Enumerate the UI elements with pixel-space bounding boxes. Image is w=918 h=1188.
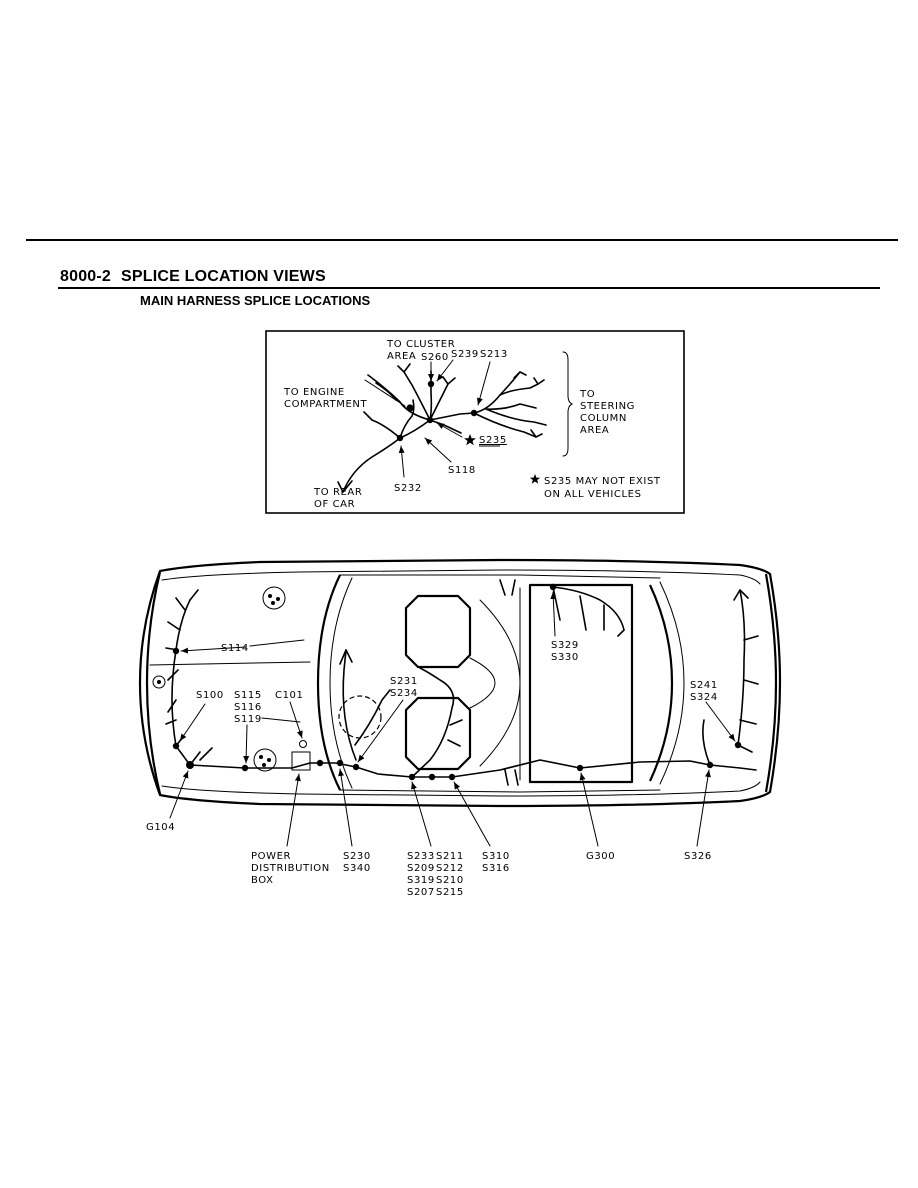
label-s119: S119: [234, 714, 262, 725]
label-power-1: POWER: [251, 851, 291, 862]
round-cover: [253, 748, 277, 772]
label-s233: S233: [407, 851, 435, 862]
splice-dot: [406, 404, 414, 412]
front-seat: [404, 696, 472, 771]
car-body-outline: [138, 558, 782, 808]
label-s330: S330: [551, 652, 579, 663]
label-s118: S118: [448, 465, 476, 476]
label-to-steering-3: COLUMN: [580, 413, 627, 424]
label-g300: G300: [586, 851, 615, 862]
label-to-steering-2: STEERING: [580, 401, 635, 412]
splice-dot: [427, 380, 435, 388]
front-bumper: [145, 571, 162, 795]
star-icon: [464, 434, 476, 446]
steering-bracket: [562, 351, 574, 457]
splice-dot: [172, 647, 180, 655]
label-s234: S234: [390, 688, 418, 699]
splice-dot: [352, 763, 360, 771]
splice-dot: [172, 742, 180, 750]
splice-dot: [396, 434, 404, 442]
splice-dot: [336, 759, 344, 767]
round-cover: [262, 586, 286, 610]
label-s100: S100: [196, 690, 224, 701]
label-to-rear-1: TO REAR: [313, 487, 362, 498]
note-line-1: S235 MAY NOT EXIST: [544, 476, 661, 487]
splice-dot: [426, 416, 434, 424]
splice-dot: [428, 773, 436, 781]
label-to-cluster-2: AREA: [387, 351, 416, 362]
splice-dot: [734, 741, 742, 749]
ground-g104: [186, 761, 194, 769]
label-s316: S316: [482, 863, 510, 874]
label-s212: S212: [436, 863, 464, 874]
c101-connector: [299, 740, 307, 748]
label-s232: S232: [394, 483, 422, 494]
label-s211: S211: [436, 851, 464, 862]
label-s115: S115: [234, 690, 262, 701]
round-cover: [152, 675, 166, 689]
windshield: [316, 574, 341, 791]
section-underline: [58, 287, 880, 289]
car-top-view: S114 S100 S115 S116 S119 C101 S231 S234 …: [138, 558, 782, 898]
label-s207: S207: [407, 887, 435, 898]
label-s230: S230: [343, 851, 371, 862]
power-distribution-box: [291, 751, 311, 771]
section-title: SPLICE LOCATION VIEWS: [121, 268, 326, 285]
label-s235: S235: [479, 435, 507, 446]
star-icon: [529, 474, 541, 484]
label-to-cluster-1: TO CLUSTER: [386, 339, 455, 350]
label-power-2: DISTRIBUTION: [251, 863, 330, 874]
label-s209: S209: [407, 863, 435, 874]
rear-window: [649, 584, 674, 782]
label-s116: S116: [234, 702, 262, 713]
splice-dot: [706, 761, 714, 769]
splice-dot: [549, 583, 557, 591]
page-subtitle: MAIN HARNESS SPLICE LOCATIONS: [140, 293, 371, 308]
ground-g300: [576, 764, 584, 772]
label-s326: S326: [684, 851, 712, 862]
label-to-engine-2: COMPARTMENT: [284, 399, 367, 410]
page-top-rule: [26, 239, 898, 241]
label-s215: S215: [436, 887, 464, 898]
label-s310: S310: [482, 851, 510, 862]
label-s114: S114: [221, 643, 249, 654]
label-to-steering-1: TO: [579, 389, 595, 400]
label-s231: S231: [390, 676, 418, 687]
splice-dot: [408, 773, 416, 781]
label-s319: S319: [407, 875, 435, 886]
main-harness: [165, 579, 759, 786]
splice-dot: [470, 409, 478, 417]
label-c101: C101: [275, 690, 303, 701]
inset-frame: [265, 330, 685, 514]
front-seat: [404, 594, 472, 669]
section-number: 8000-2: [60, 268, 112, 285]
rear-seat: [528, 583, 634, 784]
label-to-steering-4: AREA: [580, 425, 609, 436]
section-heading: 8000-2 SPLICE LOCATION VIEWS: [60, 268, 326, 286]
label-s241: S241: [690, 680, 718, 691]
label-power-3: BOX: [251, 875, 274, 886]
label-s213: S213: [480, 349, 508, 360]
rear-bumper: [764, 573, 778, 793]
label-g104: G104: [146, 822, 175, 833]
label-s324: S324: [690, 692, 718, 703]
label-s239: S239: [451, 349, 479, 360]
splice-dot: [316, 759, 324, 767]
note-line-2: ON ALL VEHICLES: [544, 489, 642, 500]
label-s340: S340: [343, 863, 371, 874]
label-s210: S210: [436, 875, 464, 886]
splice-dot: [448, 773, 456, 781]
inset-detail: TO CLUSTER AREA S260 S239 S213 TO ENGINE…: [265, 330, 685, 514]
inset-harness: [337, 363, 547, 493]
label-to-rear-2: OF CAR: [314, 499, 355, 510]
label-to-engine-1: TO ENGINE: [283, 387, 345, 398]
splice-dot: [241, 764, 249, 772]
label-s329: S329: [551, 640, 579, 651]
label-s260: S260: [421, 352, 449, 363]
